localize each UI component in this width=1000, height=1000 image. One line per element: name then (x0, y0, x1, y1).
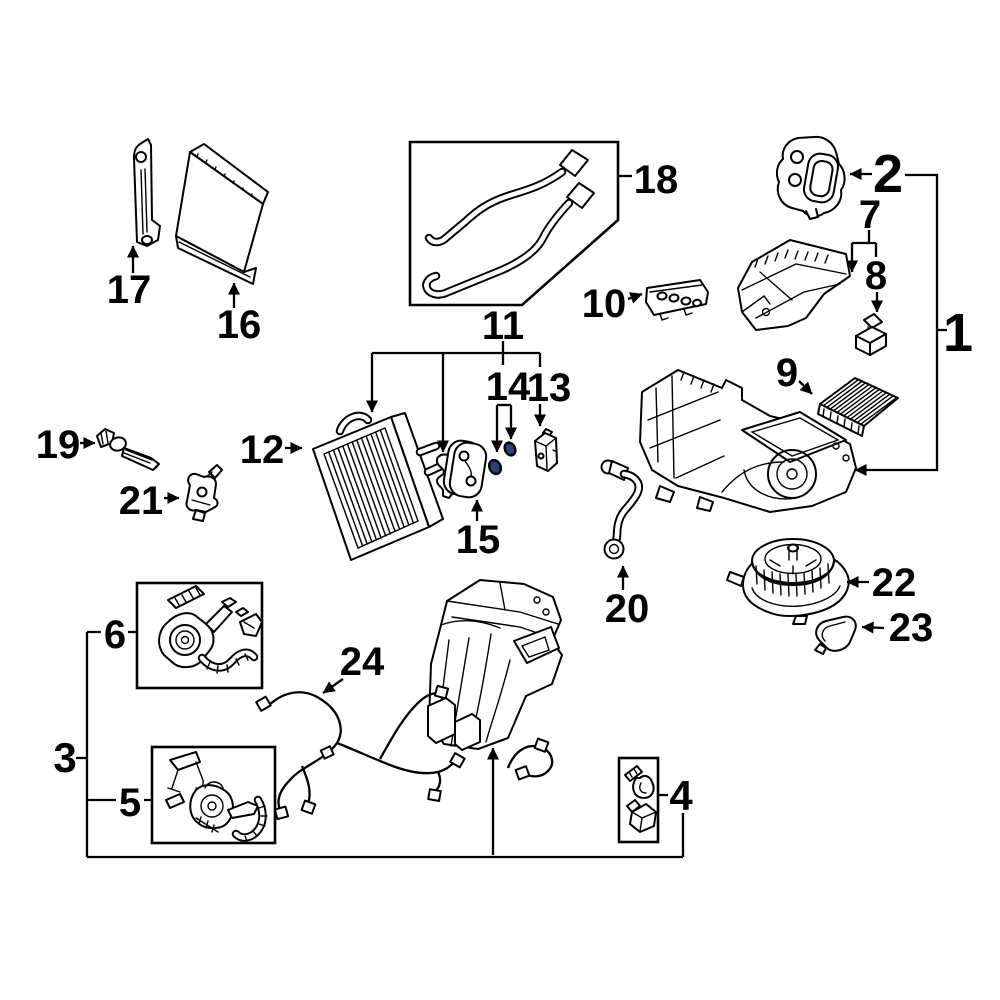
callout-19: 19 (36, 423, 81, 467)
callout-16: 16 (217, 303, 262, 347)
part-10-drawing (645, 279, 709, 321)
callout-15: 15 (456, 518, 501, 562)
leader-lines (76, 168, 947, 859)
callout-4: 4 (669, 772, 693, 819)
part-19-drawing (96, 428, 160, 471)
part-18-drawing (408, 140, 620, 307)
part-17-drawing (133, 138, 161, 247)
callout-13: 13 (527, 366, 572, 410)
upper-housing-drawing (639, 369, 857, 513)
callout-17: 17 (107, 268, 152, 312)
part-22-drawing (726, 538, 850, 625)
callout-12: 12 (240, 428, 285, 472)
callout-labels: 17 16 18 11 10 2 7 8 1 9 12 14 13 15 19 … (36, 144, 973, 825)
part-7-drawing (737, 239, 851, 331)
part-16-drawing (175, 143, 269, 285)
callout-8: 8 (865, 254, 887, 298)
lower-housing-drawing (427, 579, 563, 751)
callout-5: 5 (119, 781, 141, 825)
part-6-drawing (135, 581, 264, 690)
callout-9: 9 (776, 351, 798, 395)
part-8-drawing (855, 313, 887, 356)
callout-20: 20 (605, 587, 650, 631)
callout-22: 22 (872, 561, 917, 605)
callout-18: 18 (634, 158, 679, 202)
callout-6: 6 (104, 613, 126, 657)
part-5-drawing (150, 745, 277, 845)
part-9-drawing (817, 377, 899, 437)
part-2-drawing (775, 135, 846, 220)
part-23-drawing (814, 615, 857, 655)
part-14-orings (487, 441, 517, 476)
callout-24: 24 (340, 640, 385, 684)
part-24-drawing (255, 684, 554, 821)
callout-3: 3 (53, 734, 76, 781)
part-21-drawing (185, 464, 223, 522)
callout-21: 21 (119, 479, 164, 523)
callout-7: 7 (859, 193, 881, 237)
callout-11: 11 (482, 304, 524, 348)
callout-2: 2 (873, 144, 903, 204)
part-15-drawing (442, 439, 488, 499)
oring-2 (503, 441, 517, 457)
callout-10: 10 (582, 282, 627, 326)
part-20-drawing (600, 459, 643, 560)
callout-23: 23 (889, 606, 934, 650)
part-13-drawing (534, 428, 558, 472)
part-12-drawing (312, 411, 446, 561)
part-4-drawing (617, 756, 660, 844)
callout-1: 1 (943, 303, 973, 363)
callout-14: 14 (486, 365, 531, 409)
oring-1 (487, 458, 503, 476)
